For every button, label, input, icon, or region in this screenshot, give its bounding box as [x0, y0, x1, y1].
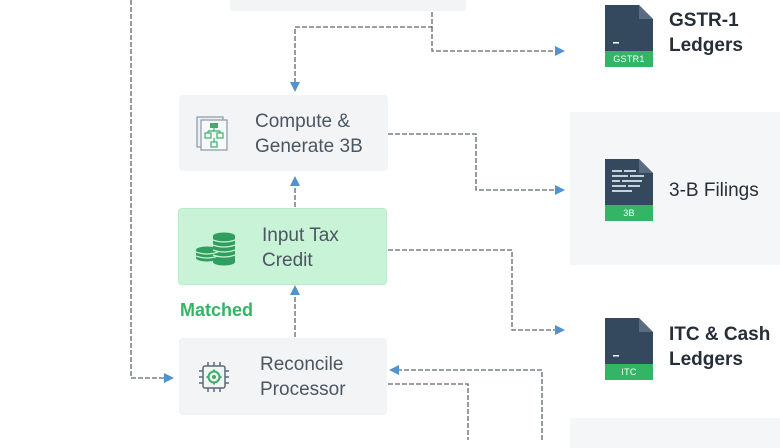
gstr1-ledgers-document[interactable]: GSTR1 [605, 5, 653, 67]
input-tax-credit-node[interactable]: Input Tax Credit [178, 208, 387, 285]
reconcile-processor-node[interactable]: Reconcile Processor [179, 338, 387, 415]
itc-cash-ledgers-label: ITC & Cash Ledgers [669, 324, 771, 370]
feed-left-connector [130, 0, 174, 383]
compute-generate-3b-node[interactable]: Compute & Generate 3B [179, 95, 388, 171]
top-to-gstr1-connector [431, 27, 565, 56]
gstr1-tag: GSTR1 [605, 51, 653, 67]
3b-filings-document[interactable]: 3B [605, 159, 653, 221]
reconcile-processor-label: Reconcile Processor [260, 354, 346, 400]
return-to-reconcile-connector [389, 365, 543, 440]
top-node-box [230, 0, 466, 11]
flowchart-icon [196, 116, 228, 151]
document-icon [605, 318, 653, 364]
document-icon [605, 5, 653, 51]
matched-status-label: Matched [180, 300, 254, 320]
document-icon [605, 159, 653, 205]
processor-chip-icon [199, 362, 229, 392]
itc-tag: ITC [605, 364, 653, 380]
compute-generate-3b-label: Compute & Generate 3B [255, 111, 363, 157]
gstr1-ledgers-label: GSTR-1 Ledgers [669, 10, 743, 56]
3b-filings-label: 3-B Filings [669, 180, 759, 201]
reconcile-out-connector [388, 383, 469, 440]
top-to-compute-connector [290, 12, 433, 92]
itc-cash-ledgers-document[interactable]: ITC [605, 318, 653, 380]
itc-to-cashledger-connector [388, 249, 565, 335]
3b-tag: 3B [605, 205, 653, 221]
coins-stack-icon [195, 232, 236, 266]
compute-to-3b-connector [388, 133, 565, 195]
input-tax-credit-label: Input Tax Credit [262, 225, 339, 271]
